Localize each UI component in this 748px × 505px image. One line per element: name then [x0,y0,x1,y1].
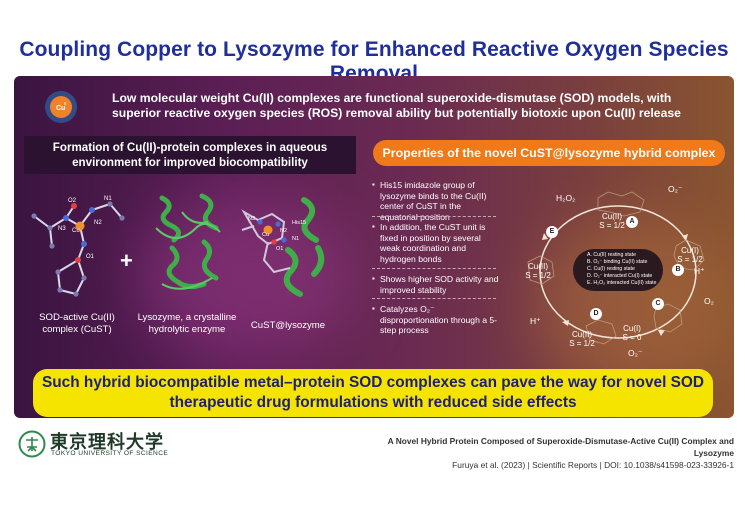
conclusion-banner: Such hybrid biocompatible metal–protein … [33,369,713,417]
state-a-label: Cu(II)S = 1/2 [594,212,630,230]
atom-label: O1 [86,254,95,260]
state-spin: S = 1/2 [677,255,703,264]
badge-text: Cu [56,105,65,112]
right-panel-header: Properties of the novel CuST@lysozyme hy… [373,140,725,166]
footer-citation: A Novel Hybrid Protein Composed of Super… [362,435,734,471]
atom-label: Cu [72,228,80,234]
property-item: In addition, the CuST unit is fixed in p… [372,222,500,264]
cycle-node-c: C [652,298,664,310]
lysozyme-protein-illustration [155,193,221,290]
atom-label: Cu [262,232,269,238]
state-e-label: Cu(II)S = 1/2 [520,262,556,280]
hybrid-complex-illustration: N3 Cu N2 O1 His15 N1 [241,197,325,297]
state-metal: Cu(II) [602,212,622,221]
atom-label: N3 [58,226,66,232]
state-b-label: Cu(I)S = 1/2 [672,246,708,264]
cycle-node-e: E [546,226,558,238]
state-c-label: Cu(I)S = 0 [614,324,650,342]
atom-label: His15 [292,220,306,226]
state-spin: S = 1/2 [525,271,551,280]
main-panel [14,76,734,418]
university-seal-icon [18,430,46,458]
species-o2: O₂ [704,296,714,306]
atom-label: N2 [280,228,287,234]
state-metal: Cu(II) [528,262,548,271]
legend-item: C. Cu(I) resting state [587,266,635,272]
legend-item: A. Cu(II) resting state [587,252,637,258]
cust-molecule-illustration: O2 N3 O1 N1 N2 Cu [31,196,125,297]
state-spin: S = 1/2 [599,221,625,230]
citation-text: Furuya et al. (2023) | Scientific Report… [452,460,734,470]
state-metal: Cu(I) [681,246,699,255]
logo-japanese-text: 東京理科大学 [50,432,164,453]
hybrid-label: CuST@lysozyme [250,320,326,331]
atom-label: O2 [68,198,77,204]
cycle-node-d: D [590,308,602,320]
state-metal: Cu(I) [623,324,641,333]
legend-item: B. O₂⁻ binding Cu(II) state [587,259,648,265]
university-logo: 東京理科大学 TOKYO UNIVERSITY OF SCIENCE [18,428,208,462]
species-o2-minus-bottom: O₂⁻ [628,348,643,358]
lysozyme-label: Lysozyme, a crystalline hydrolytic enzym… [137,312,237,335]
paper-title: A Novel Hybrid Protein Composed of Super… [387,436,734,458]
intro-text: Low molecular weight Cu(II) complexes ar… [112,91,681,120]
cust-label: SOD-active Cu(II) complex (CuST) [39,312,115,335]
badge-sup: II [64,101,67,106]
properties-list: His15 imidazole group of lysozyme binds … [372,180,500,356]
atom-label: N1 [104,196,112,202]
state-spin: S = 1/2 [569,339,595,348]
cycle-legend: A. Cu(II) resting state B. O₂⁻ binding C… [573,249,663,291]
atom-label: O1 [276,246,283,252]
atom-label: N1 [292,236,299,242]
logo-english-text: TOKYO UNIVERSITY OF SCIENCE [51,450,169,457]
state-spin: S = 0 [622,333,642,342]
cycle-node-a: A [626,216,638,228]
atom-label: N3 [248,216,255,222]
copper-ion-icon: Cu II [45,91,77,123]
species-h-plus-right: H⁺ [694,266,705,276]
state-d-label: Cu(II)S = 1/2 [564,330,600,348]
plus-sign: + [120,248,133,273]
legend-item: E. H₂O₂ interacted Cu(II) state [587,280,657,286]
property-item: Shows higher SOD activity and improved s… [372,274,500,295]
left-panel-header: Formation of Cu(II)-protein complexes in… [24,136,356,174]
species-h-plus-left: H⁺ [530,316,541,326]
atom-label: N2 [94,220,102,226]
cycle-node-b: B [672,264,684,276]
state-metal: Cu(II) [572,330,592,339]
legend-item: D. O₂⁻ interacted Cu(I) state [587,273,653,279]
species-o2-minus-top: O₂⁻ [668,184,683,194]
property-item: Catalyzes O₂⁻ disproportionation through… [372,304,500,336]
species-h2o2: H₂O₂ [556,193,576,203]
catalytic-cycle-diagram [527,191,705,345]
